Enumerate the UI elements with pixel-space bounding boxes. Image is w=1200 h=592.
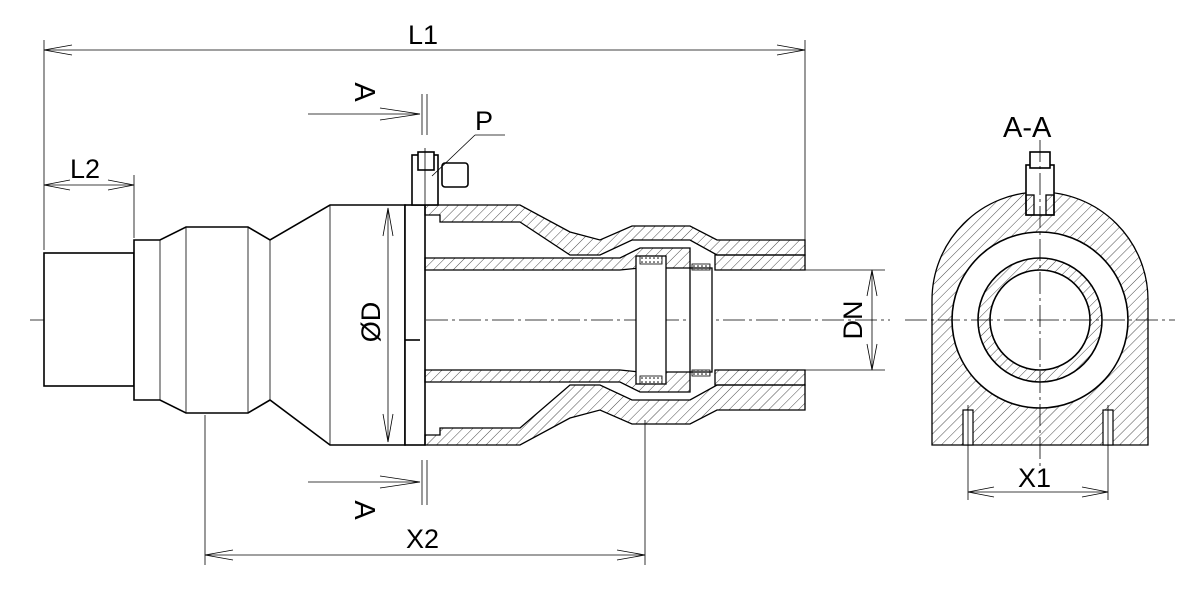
- l2-label: L2: [70, 154, 100, 184]
- flange-plate: [404, 204, 426, 446]
- section-view-a-a: A-A X1: [905, 112, 1175, 500]
- seal-ring-right: [689, 267, 713, 373]
- inner-sleeve-lower: [424, 369, 691, 393]
- lower-wall-section: [424, 384, 806, 446]
- dim-x2: [204, 415, 646, 565]
- outlet-pipe-lower: [714, 369, 806, 386]
- main-view: A A P L1 L2 ØD: [30, 20, 890, 565]
- seal-ring-left: [635, 255, 667, 385]
- dim-l2: [43, 175, 135, 238]
- p-leader-line: [431, 134, 476, 177]
- dim-x1: [967, 486, 1109, 498]
- section-arrow-top: [308, 107, 421, 121]
- seal-ring-left-knurl-top: [639, 255, 663, 265]
- section-mark-bottom-label: A: [348, 500, 380, 520]
- x1-label: X1: [1018, 463, 1051, 493]
- section-arrow-bottom: [308, 475, 421, 489]
- upper-wall-section: [424, 204, 806, 256]
- seal-ring-right-knurl-bottom: [691, 369, 711, 377]
- dn-label: DN: [838, 301, 868, 340]
- p-label: P: [475, 106, 493, 136]
- dim-od: [382, 207, 394, 443]
- tapping-plug-side-pin: [441, 162, 469, 188]
- od-label: ØD: [356, 302, 386, 343]
- dim-l1: [43, 40, 806, 250]
- tapping-plug-cap: [417, 151, 435, 171]
- seal-ring-right-knurl-top: [691, 263, 711, 271]
- seal-ring-left-knurl-bottom: [639, 375, 663, 385]
- x2-label: X2: [406, 524, 439, 554]
- section-boss-wall-left: [1025, 194, 1035, 216]
- section-boss-wall-right: [1045, 194, 1055, 216]
- left-spigot: [43, 252, 135, 387]
- outlet-pipe-upper: [714, 254, 806, 271]
- section-title: A-A: [1003, 112, 1052, 144]
- l1-label: L1: [408, 20, 438, 50]
- pin-left: [962, 405, 974, 500]
- pin-right: [1102, 405, 1114, 500]
- dim-dn: [805, 269, 885, 371]
- section-mark-top-label: A: [348, 82, 380, 102]
